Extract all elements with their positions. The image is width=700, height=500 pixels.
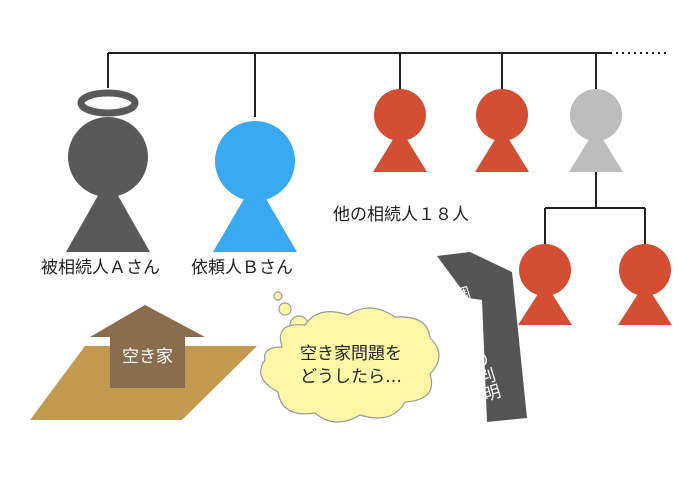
thought-dot-medium [278,302,292,316]
deceased-label: 被相続人Ａさん [41,258,160,278]
heir-person-icon [373,89,427,172]
thought-cloud [260,307,440,423]
investigation-arrow [437,252,527,422]
halo-icon [77,89,139,117]
thought-dot-small [273,291,283,301]
client-person-icon [213,121,297,252]
thought-bubble [260,291,440,423]
tree-lines [107,52,646,245]
deceased-person-icon [66,89,150,252]
vacant-house-label: 空き家 [122,347,173,367]
unknown-heir-icon [569,89,623,172]
heir-person-icon [475,89,529,172]
vacant-house-icon [30,305,257,420]
client-label: 依頼人Ｂさん [191,258,293,278]
thought-line-2: どうしたら… [300,366,402,387]
thought-line-1: 空き家問題を [300,344,402,364]
heir-person-icon [618,244,672,325]
heir-person-icon [518,244,572,325]
thought-text: 空き家問題を どうしたら… [300,343,402,389]
other-heirs-label: 他の相続人１８人 [333,205,469,225]
house-shape [90,305,205,388]
